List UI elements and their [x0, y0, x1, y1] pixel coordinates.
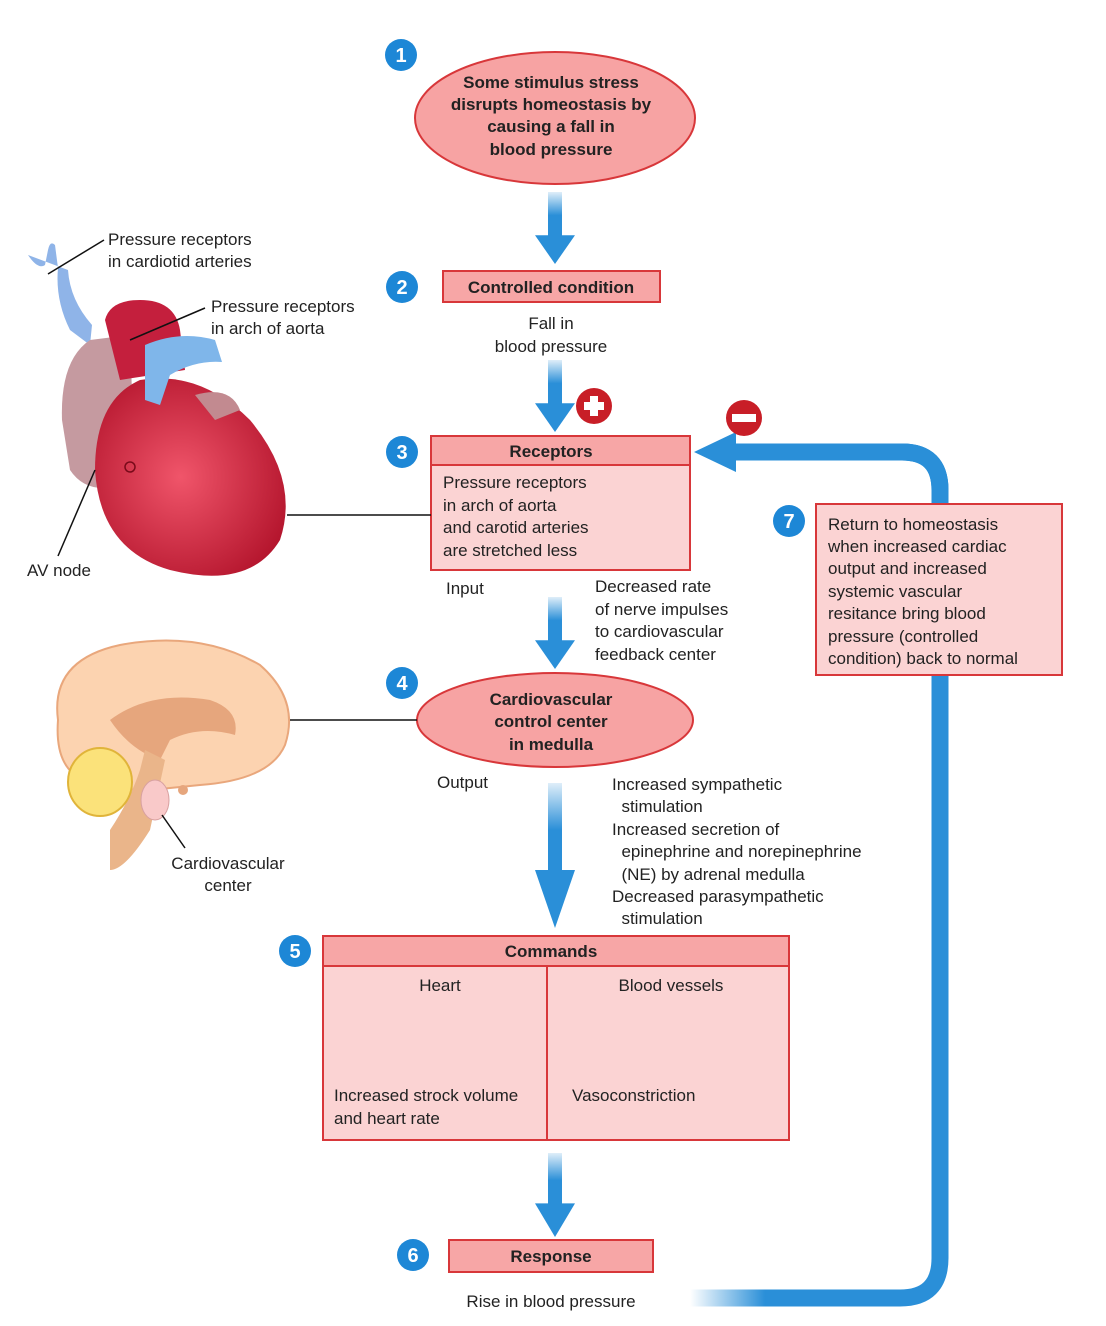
- commands-box: Commands Heart Blood vessels Increased s…: [322, 935, 790, 1141]
- arrow-5-6: [535, 1153, 575, 1237]
- svg-text:Decreased parasympathetic: Decreased parasympathetic: [612, 887, 824, 906]
- svg-text:and carotid arteries: and carotid arteries: [443, 518, 589, 537]
- svg-text:3: 3: [396, 442, 407, 464]
- carotid-receptors-label: Pressure receptors: [108, 230, 252, 249]
- step-badge-1: 1: [385, 39, 417, 71]
- svg-text:Blood vessels: Blood vessels: [619, 976, 724, 995]
- svg-text:Receptors: Receptors: [509, 442, 592, 461]
- svg-text:and heart rate: and heart rate: [334, 1109, 440, 1128]
- svg-text:resitance bring blood: resitance bring blood: [828, 604, 986, 623]
- svg-text:causing a fall in: causing a fall in: [487, 117, 615, 136]
- svg-text:2: 2: [396, 277, 407, 299]
- controlled-condition-caption: Fall in: [528, 314, 573, 333]
- brain-illustration: [56, 639, 417, 870]
- response-box: Response: [448, 1239, 654, 1273]
- svg-text:Decreased rate: Decreased rate: [595, 577, 711, 596]
- control-center-ellipse: Cardiovascular control center in medulla: [416, 672, 694, 768]
- svg-text:6: 6: [407, 1245, 418, 1267]
- afferent-signal-text: Decreased rate of nerve impulses to card…: [595, 577, 728, 664]
- svg-text:disrupts homeostasis by: disrupts homeostasis by: [451, 95, 652, 114]
- svg-text:output and increased: output and increased: [828, 559, 987, 578]
- input-label: Input: [446, 579, 484, 598]
- arrow-4-5: [535, 783, 575, 928]
- svg-text:are stretched less: are stretched less: [443, 541, 577, 560]
- stimulus-ellipse: Some stimulus stress disrupts homeostasi…: [414, 51, 696, 185]
- arrow-3-4: [535, 597, 575, 669]
- minus-icon: [726, 400, 762, 436]
- svg-text:blood pressure: blood pressure: [490, 140, 613, 159]
- controlled-condition-caption: blood pressure: [495, 337, 607, 356]
- svg-text:in medulla: in medulla: [509, 735, 594, 754]
- svg-text:Increased strock volume: Increased strock volume: [334, 1086, 518, 1105]
- aorta-receptors-label: Pressure receptors: [211, 297, 355, 316]
- svg-text:condition) back to normal: condition) back to normal: [828, 649, 1018, 668]
- svg-text:of nerve impulses: of nerve impulses: [595, 600, 728, 619]
- svg-text:Response: Response: [510, 1247, 591, 1266]
- svg-text:when increased cardiac: when increased cardiac: [827, 537, 1007, 556]
- efferent-signal-text: Increased sympathetic stimulation Increa…: [612, 775, 862, 928]
- aorta-receptors-label: in arch of aorta: [211, 319, 325, 338]
- negative-feedback-arrow: [690, 432, 949, 1307]
- svg-text:(NE) by adrenal medulla: (NE) by adrenal medulla: [612, 865, 805, 884]
- svg-text:to cardiovascular: to cardiovascular: [595, 622, 724, 641]
- svg-text:feedback center: feedback center: [595, 645, 716, 664]
- svg-text:5: 5: [289, 941, 300, 963]
- step-badge-7: 7: [773, 505, 805, 537]
- homeostasis-box: Return to homeostasis when increased car…: [815, 503, 1063, 676]
- svg-text:Heart: Heart: [419, 976, 461, 995]
- svg-text:control center: control center: [494, 712, 608, 731]
- arrow-2-3: [535, 360, 575, 432]
- svg-text:Controlled condition: Controlled condition: [468, 278, 634, 297]
- svg-text:epinephrine and norepinephrine: epinephrine and norepinephrine: [612, 842, 862, 861]
- step-badge-6: 6: [397, 1239, 429, 1271]
- step-badge-4: 4: [386, 667, 418, 699]
- svg-text:Increased sympathetic: Increased sympathetic: [612, 775, 783, 794]
- svg-text:4: 4: [396, 673, 408, 695]
- svg-text:stimulation: stimulation: [612, 797, 703, 816]
- svg-text:Increased secretion of: Increased secretion of: [612, 820, 780, 839]
- cardiovascular-center-label: Cardiovascular: [171, 854, 285, 873]
- arrow-1-2: [535, 192, 575, 264]
- output-label: Output: [437, 773, 488, 792]
- carotid-receptors-label: in cardiotid arteries: [108, 252, 252, 271]
- svg-text:in arch of aorta: in arch of aorta: [443, 496, 557, 515]
- plus-icon: [576, 388, 612, 424]
- receptors-box: Receptors Pressure receptors in arch of …: [430, 435, 691, 571]
- controlled-condition-box: Controlled condition: [442, 270, 661, 303]
- step-badge-2: 2: [386, 271, 418, 303]
- av-node-label: AV node: [27, 561, 91, 580]
- cardiovascular-center-label: center: [204, 876, 252, 895]
- svg-text:stimulation: stimulation: [612, 909, 703, 928]
- svg-text:7: 7: [783, 511, 794, 533]
- heart-illustration: [28, 239, 431, 576]
- svg-text:Vasoconstriction: Vasoconstriction: [572, 1086, 695, 1105]
- svg-text:Cardiovascular: Cardiovascular: [490, 690, 613, 709]
- svg-text:pressure (controlled: pressure (controlled: [828, 627, 978, 646]
- svg-text:Some stimulus stress: Some stimulus stress: [463, 73, 639, 92]
- svg-text:Commands: Commands: [505, 942, 598, 961]
- step-badge-3: 3: [386, 436, 418, 468]
- response-caption: Rise in blood pressure: [466, 1292, 635, 1311]
- step-badge-5: 5: [279, 935, 311, 967]
- svg-text:Pressure receptors: Pressure receptors: [443, 473, 587, 492]
- svg-text:1: 1: [395, 45, 406, 67]
- svg-text:Return to homeostasis: Return to homeostasis: [828, 515, 998, 534]
- svg-text:systemic vascular: systemic vascular: [828, 582, 962, 601]
